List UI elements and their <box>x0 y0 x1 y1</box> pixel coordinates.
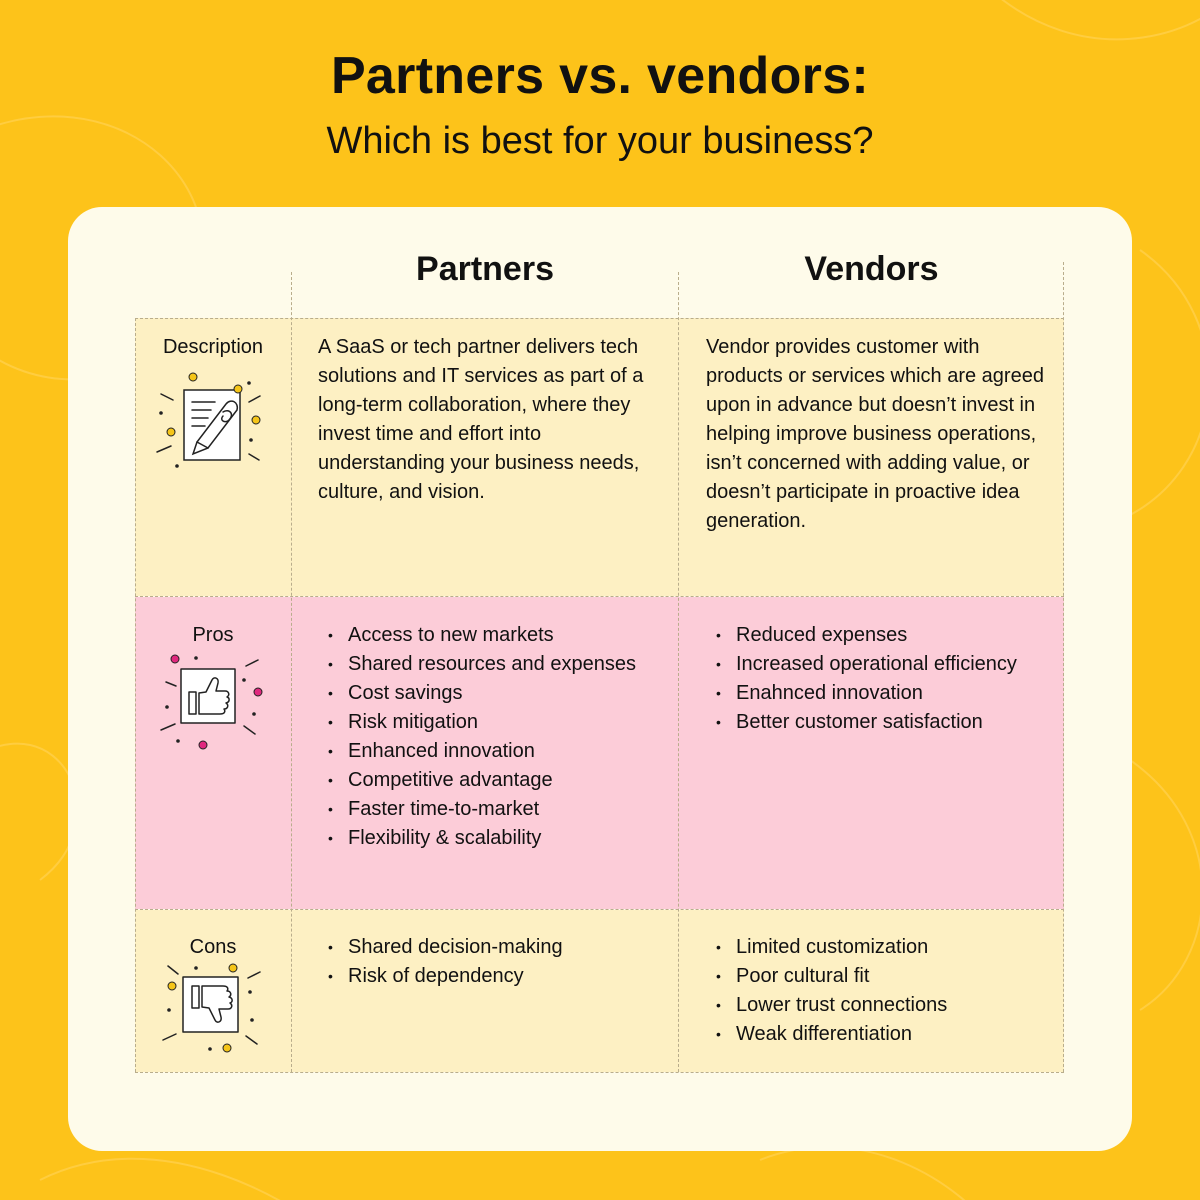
list-item: Lower trust connections <box>706 991 1046 1020</box>
page-subtitle: Which is best for your business? <box>326 120 874 162</box>
list-item: Increased operational efficiency <box>706 650 1046 679</box>
column-header-vendors: Vendors <box>804 250 939 288</box>
row-label-pros: Pros <box>192 624 234 646</box>
grid-line <box>678 272 679 1072</box>
list-item: Poor cultural fit <box>706 962 1046 991</box>
list-item: Reduced expenses <box>706 621 1046 650</box>
list-item: Cost savings <box>318 679 668 708</box>
column-header-partners: Partners <box>416 250 554 288</box>
thumbs-up-icon <box>160 654 263 750</box>
row-label-description: Description <box>162 336 264 358</box>
description-row <box>135 318 1064 596</box>
partners-pros-list: Access to new markets Shared resources a… <box>318 621 668 853</box>
grid-line <box>291 272 292 1072</box>
list-item: Limited customization <box>706 933 1046 962</box>
list-item: Shared decision-making <box>318 933 668 962</box>
vendors-description: Vendor provides customer with products o… <box>706 336 1044 532</box>
partners-cons-list: Shared decision-making Risk of dependenc… <box>318 933 668 991</box>
list-item: Faster time-to-market <box>318 795 668 824</box>
document-pen-icon <box>156 372 261 468</box>
list-item: Risk of dependency <box>318 962 668 991</box>
grid-line <box>135 1072 1064 1073</box>
partners-description: A SaaS or tech partner delivers tech sol… <box>318 336 644 503</box>
grid-line <box>135 318 136 1072</box>
list-item: Access to new markets <box>318 621 668 650</box>
list-item: Weak differentiation <box>706 1020 1046 1049</box>
grid-line <box>135 596 1064 597</box>
grid-line <box>135 318 1064 319</box>
list-item: Risk mitigation <box>318 708 668 737</box>
list-item: Shared resources and expenses <box>318 650 668 679</box>
list-item: Enhanced innovation <box>318 737 668 766</box>
list-item: Competitive advantage <box>318 766 668 795</box>
grid-line <box>1063 262 1064 1072</box>
page-title: Partners vs. vendors: <box>330 47 870 105</box>
list-item: Flexibility & scalability <box>318 824 668 853</box>
grid-line <box>135 909 1064 910</box>
vendors-pros-list: Reduced expenses Increased operational e… <box>706 621 1046 737</box>
list-item: Enahnced innovation <box>706 679 1046 708</box>
row-label-cons: Cons <box>189 936 237 958</box>
thumbs-down-icon <box>162 963 261 1053</box>
list-item: Better customer satisfaction <box>706 708 1046 737</box>
vendors-cons-list: Limited customization Poor cultural fit … <box>706 933 1046 1049</box>
